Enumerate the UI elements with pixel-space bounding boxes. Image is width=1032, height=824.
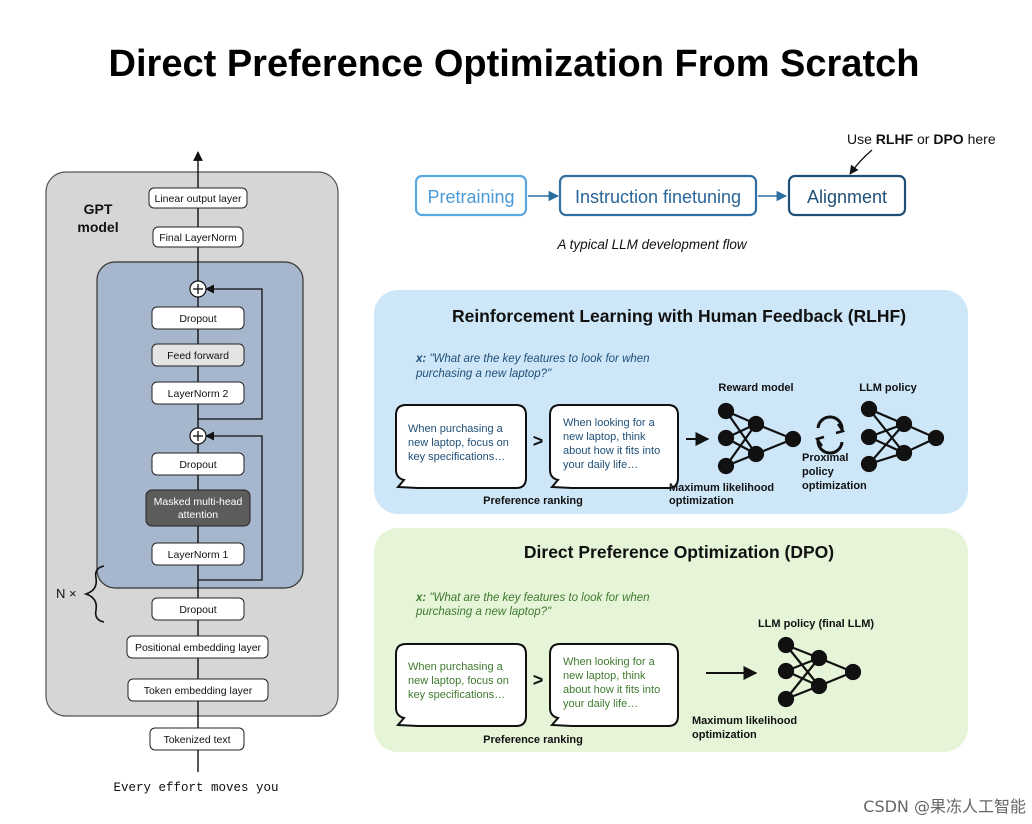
- flow-step-label: Pretraining: [427, 187, 514, 207]
- flow-caption: A typical LLM development flow: [556, 237, 748, 252]
- svg-text:new laptop, focus on: new laptop, focus on: [408, 675, 509, 687]
- answer-bubble-preferred: When purchasing a new laptop, focus on k…: [395, 404, 527, 489]
- tokenized-text-box: Tokenized text: [149, 727, 245, 751]
- svg-text:about how it fits into: about how it fits into: [563, 445, 660, 457]
- rlhf-prompt-line2: purchasing a new laptop?": [415, 368, 552, 380]
- note-arrow: [849, 149, 873, 175]
- answer-bubble-rejected: When looking for a new laptop, think abo…: [549, 643, 679, 727]
- layer-label: Positional embedding layer: [135, 642, 262, 654]
- layer-label: Dropout: [179, 604, 216, 616]
- residual-connection-1: [198, 431, 263, 581]
- llm-policy-label: LLM policy: [859, 382, 917, 394]
- layer-box-positional-embedding: Positional embedding layer: [126, 635, 269, 659]
- alignment-note: Use RLHF or DPO here: [847, 131, 996, 147]
- page-title: Direct Preference Optimization From Scra…: [109, 43, 920, 85]
- gpt-model-label: GPT: [84, 201, 113, 217]
- compare-sign: >: [533, 670, 544, 690]
- layer-label: Dropout: [179, 459, 216, 471]
- flow-step-alignment: [787, 174, 907, 217]
- preference-ranking-label: Preference ranking: [483, 734, 583, 746]
- dpo-panel: Direct Preference Optimization (DPO) x: …: [374, 528, 968, 752]
- dpo-title: Direct Preference Optimization (DPO): [524, 542, 834, 562]
- watermark: CSDN @果冻人工智能: [863, 797, 1026, 816]
- residual-connection-2: [198, 284, 263, 420]
- svg-text:your daily life…: your daily life…: [563, 698, 638, 710]
- preference-ranking-label: Preference ranking: [483, 495, 583, 507]
- gpt-model-diagram: GPT model Linear output layer Final Laye…: [45, 151, 339, 795]
- ppo-label: Proximal: [802, 452, 848, 464]
- llm-development-flow: Pretraining Instruction finetuning Align…: [414, 131, 996, 252]
- layer-label: Feed forward: [167, 350, 229, 362]
- flow-step-pretraining: [414, 174, 528, 217]
- svg-text:When looking for a: When looking for a: [563, 417, 656, 429]
- residual-add-icon: [189, 280, 207, 298]
- layer-box-dropout-embed: Dropout: [151, 597, 245, 621]
- gpt-model-label-2: model: [77, 219, 118, 235]
- layer-label: Tokenized text: [163, 734, 230, 746]
- final-llm-label: LLM policy (final LLM): [758, 618, 874, 630]
- answer-bubble-rejected: When looking for a new laptop, think abo…: [549, 404, 679, 489]
- layer-label: Final LayerNorm: [159, 232, 237, 244]
- input-example: Every effort moves you: [113, 781, 278, 795]
- dpo-prompt: x: "What are the key features to look fo…: [415, 592, 650, 604]
- dpo-mle-label-2: optimization: [692, 729, 757, 741]
- ppo-label-3: optimization: [802, 480, 867, 492]
- layer-box-token-embedding: Token embedding layer: [127, 678, 269, 702]
- reward-model-label: Reward model: [718, 382, 793, 394]
- flow-step-label: Alignment: [807, 187, 887, 207]
- rlhf-prompt: x: "What are the key features to look fo…: [415, 353, 650, 365]
- layer-box-layernorm-2: LayerNorm 2: [151, 381, 245, 405]
- flow-step-instruction-finetuning: [558, 174, 758, 217]
- layer-label: LayerNorm 1: [168, 549, 229, 561]
- repeat-label: N ×: [56, 586, 77, 601]
- rlhf-mle-label-2: optimization: [669, 495, 734, 507]
- svg-text:your daily life…: your daily life…: [563, 459, 638, 471]
- layer-label: LayerNorm 2: [168, 388, 229, 400]
- svg-text:new laptop, think: new laptop, think: [563, 431, 646, 443]
- rlhf-panel: Reinforcement Learning with Human Feedba…: [374, 290, 968, 514]
- svg-text:When purchasing a: When purchasing a: [408, 661, 504, 673]
- layer-label: Masked multi-head: [154, 496, 243, 508]
- layer-box-final-layernorm: Final LayerNorm: [152, 226, 244, 248]
- layer-box-dropout-2: Dropout: [151, 306, 245, 330]
- reward-model-network-icon: [717, 402, 802, 475]
- svg-text:When purchasing a: When purchasing a: [408, 423, 504, 435]
- svg-text:When looking for a: When looking for a: [563, 656, 656, 668]
- rlhf-mle-label: Maximum likelihood: [669, 482, 774, 494]
- svg-text:about how it fits into: about how it fits into: [563, 684, 660, 696]
- svg-text:new laptop, focus on: new laptop, focus on: [408, 437, 509, 449]
- layer-box-layernorm-1: LayerNorm 1: [151, 542, 245, 566]
- residual-add-icon: [189, 427, 207, 445]
- layer-box-masked-attention: Masked multi-head attention: [145, 489, 251, 527]
- ppo-label-2: policy: [802, 466, 835, 478]
- brace-icon: [83, 565, 105, 623]
- layer-label: Token embedding layer: [144, 685, 253, 697]
- layer-label: Linear output layer: [155, 193, 242, 205]
- svg-text:key specifications…: key specifications…: [408, 451, 505, 463]
- compare-sign: >: [533, 431, 544, 451]
- dpo-mle-label: Maximum likelihood: [692, 715, 797, 727]
- dpo-prompt-line2: purchasing a new laptop?": [415, 606, 552, 618]
- llm-policy-network-icon: [860, 400, 945, 473]
- final-llm-network-icon: [777, 636, 862, 708]
- refresh-cycle-icon: [814, 415, 846, 455]
- svg-text:new laptop, think: new laptop, think: [563, 670, 646, 682]
- layer-label: Dropout: [179, 313, 216, 325]
- layer-box-linear-output: Linear output layer: [148, 187, 248, 209]
- layer-box-feed-forward: Feed forward: [151, 343, 245, 367]
- layer-label: attention: [178, 509, 218, 521]
- flow-step-label: Instruction finetuning: [575, 187, 741, 207]
- rlhf-title: Reinforcement Learning with Human Feedba…: [452, 306, 906, 326]
- answer-bubble-preferred: When purchasing a new laptop, focus on k…: [395, 643, 527, 727]
- svg-text:key specifications…: key specifications…: [408, 689, 505, 701]
- layer-box-dropout-1: Dropout: [151, 452, 245, 476]
